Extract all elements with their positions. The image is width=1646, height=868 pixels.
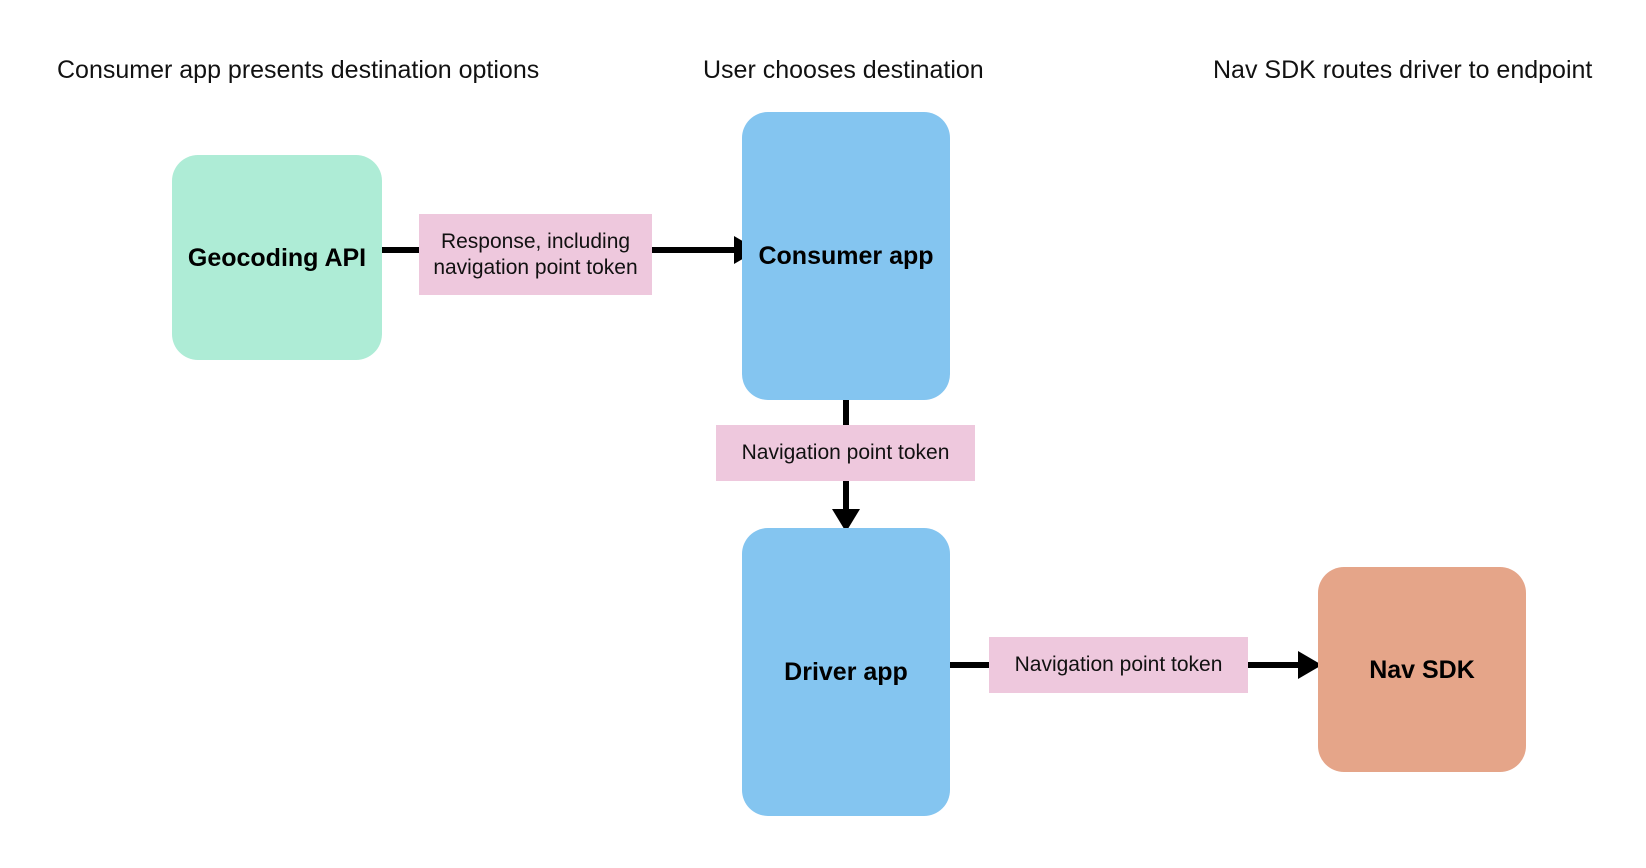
node-driver-app-label: Driver app [784, 658, 908, 686]
node-driver-app[interactable]: Driver app [742, 528, 950, 816]
edge-label-navigation-point-token-vertical: Navigation point token [716, 425, 975, 481]
node-nav-sdk-label: Nav SDK [1369, 655, 1475, 684]
node-nav-sdk[interactable]: Nav SDK [1318, 567, 1526, 772]
edge-label-navigation-point-token-horizontal: Navigation point token [989, 637, 1248, 693]
column-header-user-chooses: User chooses destination [703, 56, 984, 84]
column-header-nav-sdk: Nav SDK routes driver to endpoint [1213, 56, 1593, 84]
edge-label-response-text: Response, including navigation point tok… [433, 229, 638, 279]
column-header-consumer-app: Consumer app presents destination option… [57, 56, 540, 84]
edge-label-nav-token-vertical-text: Navigation point token [741, 441, 950, 464]
edge-label-nav-token-horizontal-text: Navigation point token [1014, 653, 1223, 676]
edge-label-response-including-navigation-point-token: Response, including navigation point tok… [419, 214, 652, 295]
node-consumer-app-label: Consumer app [758, 242, 934, 270]
node-geocoding-api[interactable]: Geocoding API [172, 155, 382, 360]
node-geocoding-api-label: Geocoding API [187, 243, 367, 272]
node-consumer-app[interactable]: Consumer app [742, 112, 950, 400]
